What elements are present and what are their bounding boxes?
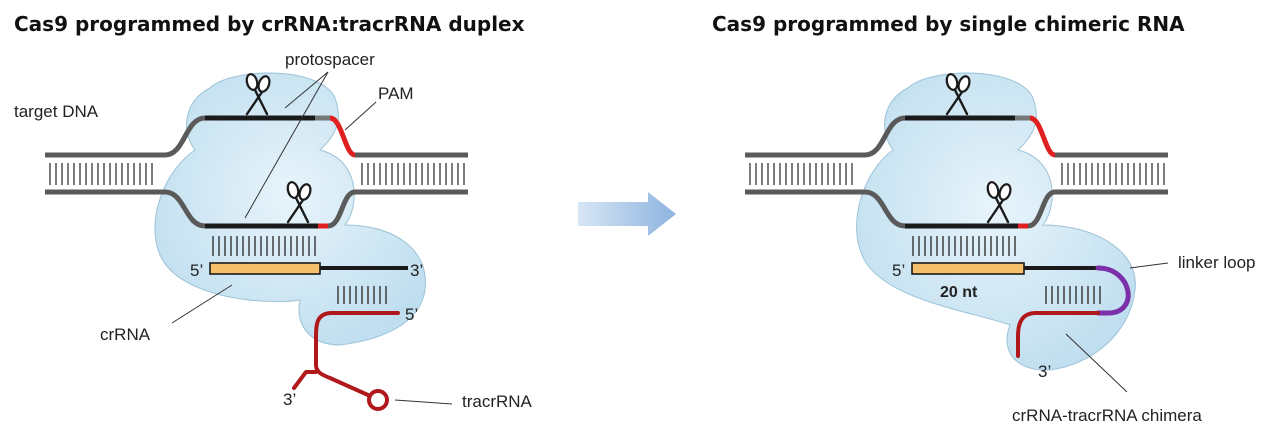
right-target-dna [745,115,1168,229]
label-pam: PAM [378,84,414,103]
chimera-leader-line [1065,333,1128,393]
repeat-antirepeat-pairing [1045,286,1101,304]
left-panel: protospacer PAM target DNA 5’ 3’ 5’ crRN… [14,50,533,411]
crrna-guide-segment [209,262,321,275]
tracrrna-hairpin [367,389,389,411]
label-tracrrna: tracrRNA [462,392,533,411]
guide-segment-20nt [911,262,1025,275]
left-panel-title: Cas9 programmed by crRNA:tracrRNA duplex [14,12,525,36]
label-tracrrna-3prime: 3’ [283,390,296,409]
protospacer-leader-line [284,71,329,109]
linker-loop [1095,265,1131,316]
label-target-dna: target DNA [14,102,99,121]
label-linker-loop: linker loop [1178,253,1256,272]
right-cas9-protein [856,72,1136,371]
tracrrna-strand [292,311,400,397]
right-panel-title: Cas9 programmed by single chimeric RNA [712,12,1185,36]
guide-target-pairing [912,236,1016,256]
tracrrna-leader-line [394,399,453,405]
tracrrna-segment [1016,311,1100,358]
label-20-nt: 20 nt [940,284,978,301]
right-arrow-icon [578,192,676,236]
crrna-leader-line [171,284,233,324]
left-cas9-protein [154,72,426,346]
crrna-tracrrna-pairing [337,286,387,304]
protospacer-leader-line [244,71,329,219]
left-target-dna [45,115,468,229]
right-panel: 5’ 20 nt 3’ linker loop crRNA-tracrRNA c… [745,71,1256,425]
crrna-target-pairing [212,236,316,256]
linker-loop-leader-line [1129,262,1169,269]
label-tracrrna-5prime: 5’ [405,305,418,324]
label-crrna-tracrrna-chimera: crRNA-tracrRNA chimera [1012,406,1202,425]
label-crrna: crRNA [100,325,151,344]
label-crrna-5prime: 5’ [190,261,203,280]
label-crrna-3prime: 3’ [410,261,423,280]
label-5prime: 5’ [892,261,905,280]
label-3prime: 3’ [1038,362,1051,381]
label-protospacer: protospacer [285,50,375,69]
pam-leader-line [344,101,377,131]
